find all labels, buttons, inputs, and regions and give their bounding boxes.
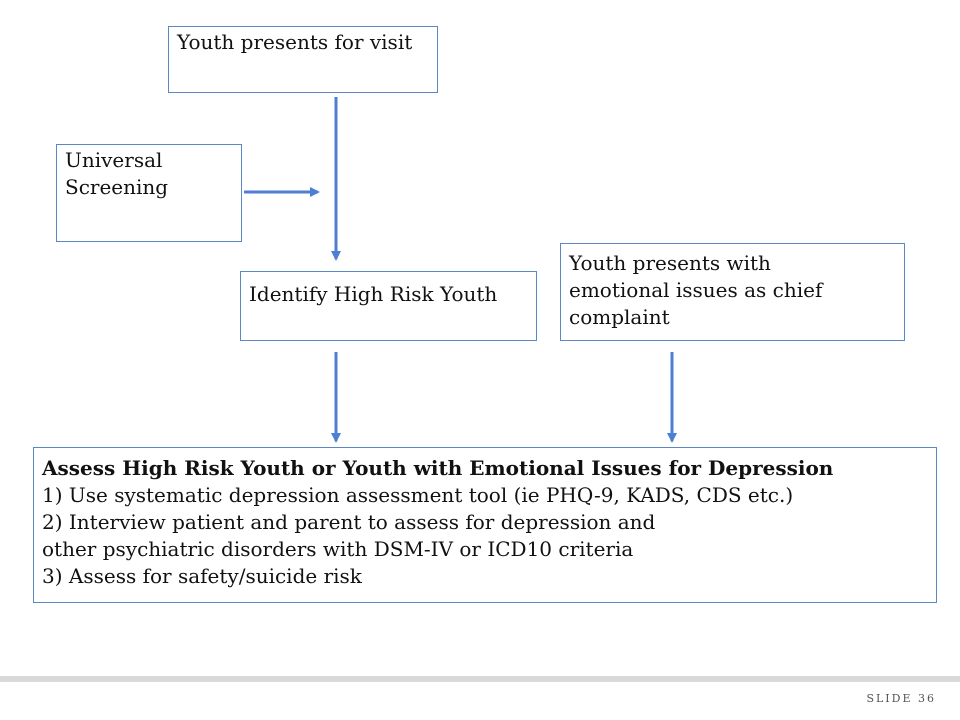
node-label: emotional issues as chief xyxy=(569,278,823,302)
node-youth-presents-with-emotional-issues: Youth presents with emotional issues as … xyxy=(560,243,905,341)
node-identify-high-risk-youth: Identify High Risk Youth xyxy=(240,271,537,341)
node-step: 3) Assess for safety/suicide risk xyxy=(42,564,362,588)
node-label: Identify High Risk Youth xyxy=(249,282,498,306)
node-assess-for-depression: Assess High Risk Youth or Youth with Emo… xyxy=(33,447,937,603)
node-title: Assess High Risk Youth or Youth with Emo… xyxy=(42,456,834,480)
node-youth-presents-for-visit: Youth presents for visit xyxy=(168,26,438,93)
node-label: Universal xyxy=(65,148,163,172)
node-step: 2) Interview patient and parent to asses… xyxy=(42,510,656,534)
node-step: other psychiatric disorders with DSM-IV … xyxy=(42,537,634,561)
node-label: Youth presents with xyxy=(569,251,771,275)
node-label: Screening xyxy=(65,175,169,199)
node-label: Youth presents for visit xyxy=(177,30,413,54)
node-step: 1) Use systematic depression assessment … xyxy=(42,483,794,507)
node-label: complaint xyxy=(569,305,670,329)
slide-number: SLIDE 36 xyxy=(866,692,936,705)
node-universal-screening: Universal Screening xyxy=(56,144,242,242)
footer-divider xyxy=(0,676,960,682)
